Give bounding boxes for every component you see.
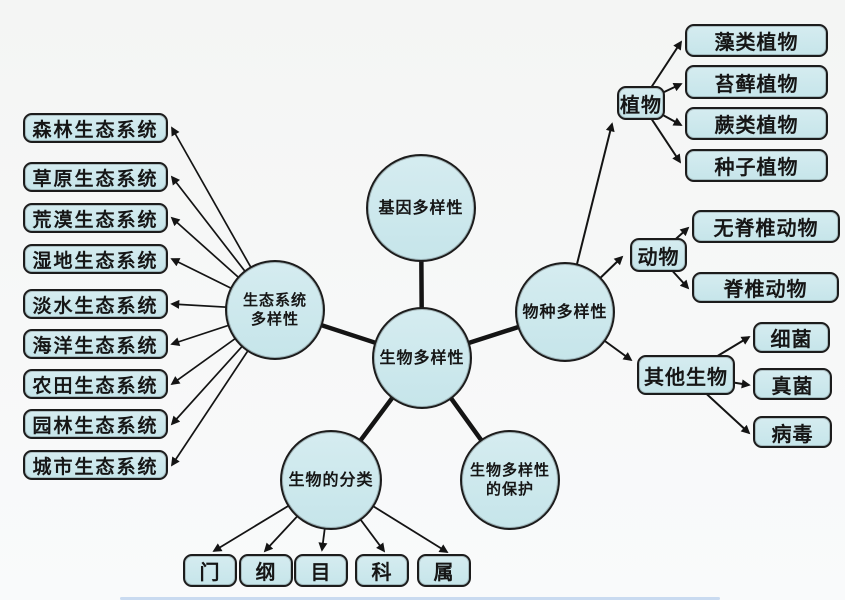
node-classification: 生物的分类	[280, 430, 382, 530]
box-rank-family: 科	[355, 554, 409, 587]
box-bacteria: 细菌	[753, 322, 830, 353]
box-forest-ecosystem: 森林生态系统	[23, 113, 168, 143]
box-animals: 动物	[630, 238, 687, 272]
box-fungi: 真菌	[753, 368, 832, 400]
box-bryophyte-plants: 苔藓植物	[685, 65, 828, 99]
box-desert-ecosystem: 荒漠生态系统	[23, 203, 168, 233]
box-plants: 植物	[617, 86, 665, 120]
box-rank-order: 目	[294, 554, 348, 587]
node-label: 物种多样性	[522, 302, 608, 321]
box-rank-phylum: 门	[183, 554, 237, 587]
box-marine-ecosystem: 海洋生态系统	[23, 329, 168, 359]
box-algae-plants: 藻类植物	[685, 24, 828, 57]
box-urban-ecosystem: 城市生态系统	[23, 450, 168, 480]
node-ecosystem-diversity: 生态系统 多样性	[225, 260, 325, 360]
box-rank-class: 纲	[239, 554, 293, 587]
node-label: 基因多样性	[378, 198, 464, 217]
node-species-diversity: 物种多样性	[515, 262, 615, 362]
bottom-accent-line	[120, 597, 720, 600]
node-biodiversity-center: 生物多样性	[372, 307, 472, 409]
box-other-organisms: 其他生物	[637, 355, 735, 395]
box-grassland-ecosystem: 草原生态系统	[23, 162, 168, 192]
node-label-line2: 多样性	[250, 310, 299, 328]
box-viruses: 病毒	[753, 416, 832, 448]
node-label: 生物多样性	[379, 348, 465, 367]
box-freshwater-ecosystem: 淡水生态系统	[23, 289, 168, 319]
box-seed-plants: 种子植物	[685, 149, 828, 182]
node-gene-diversity: 基因多样性	[366, 154, 476, 262]
box-farmland-ecosystem: 农田生态系统	[23, 369, 168, 399]
node-label-line1: 生态系统	[242, 291, 307, 310]
box-rank-genus: 属	[417, 554, 471, 587]
box-invertebrates: 无脊椎动物	[692, 210, 840, 243]
box-fern-plants: 蕨类植物	[685, 107, 828, 140]
node-biodiversity-protection: 生物多样性 的保护	[460, 430, 560, 530]
box-garden-ecosystem: 园林生态系统	[23, 409, 168, 439]
node-label-line1: 生物多样性	[469, 461, 550, 480]
node-label: 生物的分类	[288, 470, 374, 489]
box-vertebrates: 脊椎动物	[692, 272, 839, 303]
node-label-line2: 的保护	[485, 480, 534, 498]
box-wetland-ecosystem: 湿地生态系统	[23, 244, 168, 274]
